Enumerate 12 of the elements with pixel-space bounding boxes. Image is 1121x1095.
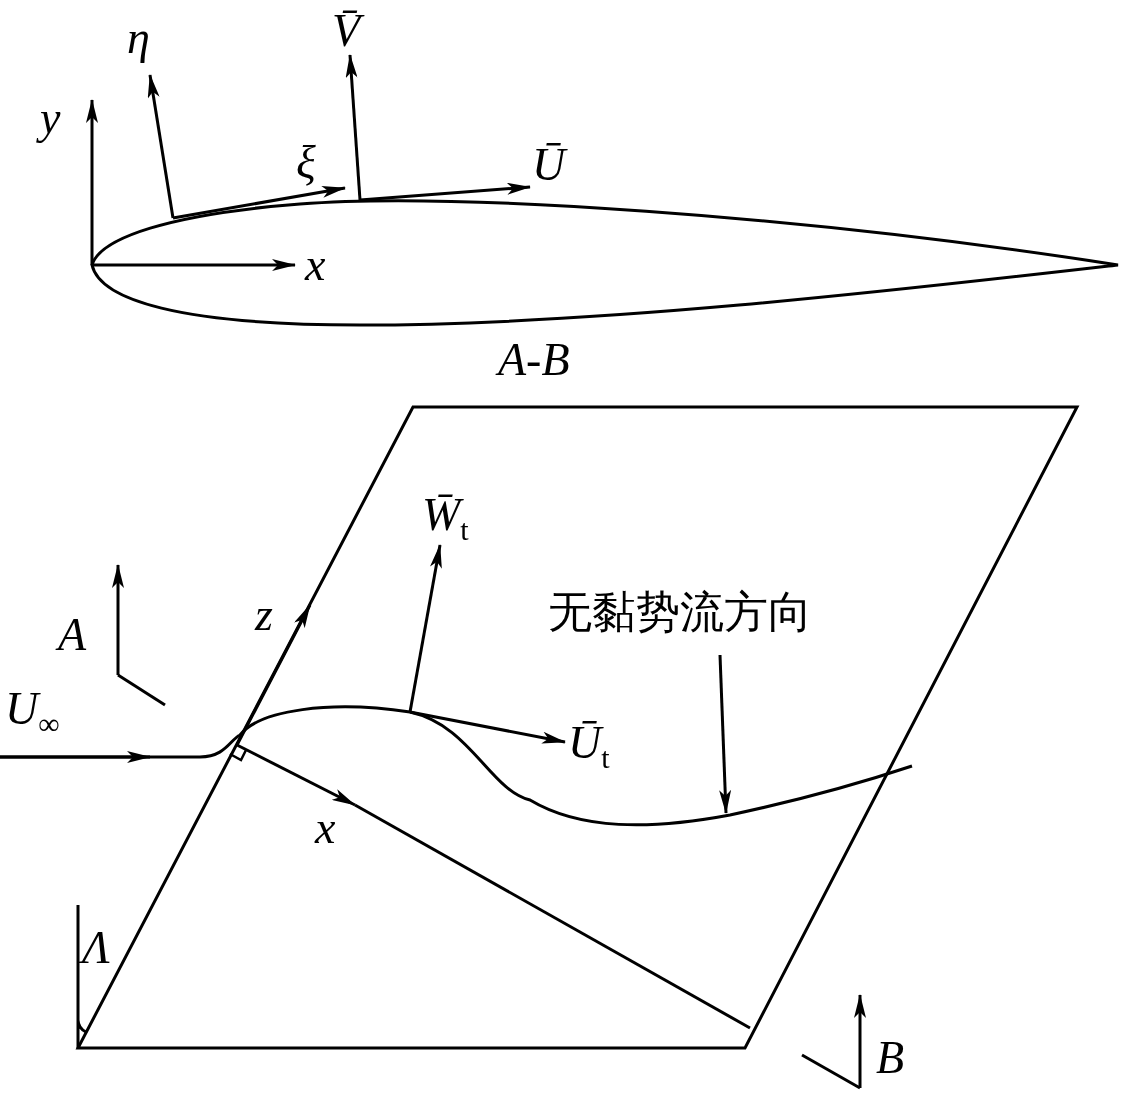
axis-label: ξ xyxy=(296,140,316,186)
vector-label: W̄$_{t}$ xyxy=(422,492,469,546)
axis-label: x xyxy=(305,242,326,288)
axis-label: x xyxy=(315,805,336,851)
leader-line xyxy=(718,654,732,814)
vector-label: Ū$_{t}$ xyxy=(568,720,610,774)
axis-label: z xyxy=(255,592,273,638)
axis-label: η xyxy=(127,15,150,61)
section-label: B xyxy=(876,1035,905,1081)
vector-label: Ū xyxy=(532,142,566,188)
annotation-text: 无黏势流方向 xyxy=(548,590,812,634)
vector-label: U$_{∞}$ xyxy=(5,686,60,740)
